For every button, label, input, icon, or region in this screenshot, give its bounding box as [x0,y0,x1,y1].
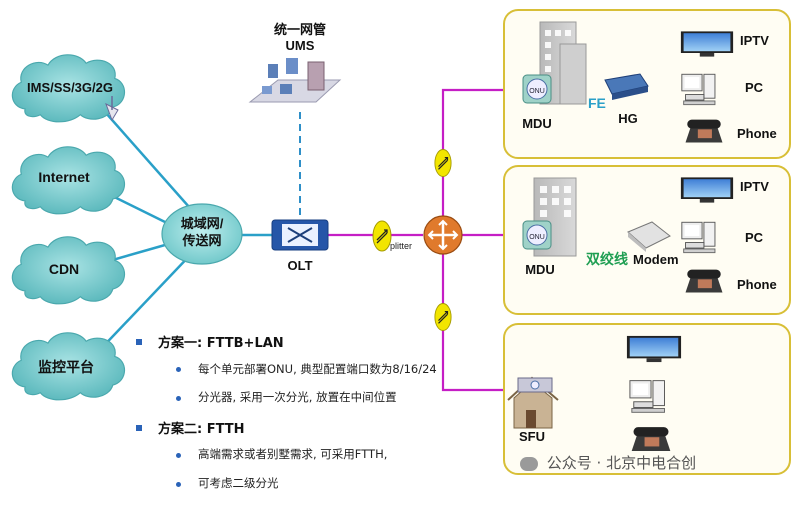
plan1-heading: 方案一: FTTB+LAN [158,336,284,351]
olt-device: OLT [271,219,329,273]
phone-icon-1 [685,119,723,143]
ums-label-2: UMS [286,38,315,53]
olt-label: OLT [287,258,312,273]
iptv-label-2: IPTV [740,179,769,194]
plan2-item-1: 高端需求或者别墅需求, 可采用FTTH, [198,447,388,461]
ftth-box: SFU [503,323,791,475]
metro-label-1: 城域网/ [181,216,224,231]
splitter-label: plitter [390,241,412,251]
bullet-plan1 [136,339,142,345]
bullet-plan2-item2 [176,482,181,487]
phone-label-2: Phone [737,277,777,292]
phone-icon-2 [685,269,723,293]
plan1-item-2: 分光器, 采用一次分光, 放置在中间位置 [198,390,397,404]
bullet-plan2-item1 [176,453,181,458]
ums-server: 统一网管 UMS [248,22,342,103]
tv-icon-2 [680,177,734,203]
bullet-plan1-item1 [176,367,181,372]
cloud-cdn: CDN [11,236,126,305]
fttb-lan-twisted-box: ONU MDU 双绞线 Modem IPTV PC Phone [503,165,791,315]
modem-device [627,221,671,252]
tv-icon-3 [626,335,682,363]
cloud-monitor: 监控平台 [11,332,126,401]
bullet-plan2 [136,425,142,431]
cloud-internet: Internet [11,146,126,215]
sfu-device [517,377,553,393]
splitter-bottom [434,302,452,332]
iptv-label-1: IPTV [740,33,769,48]
onu-badge-1: ONU [529,88,545,95]
router-hub [423,215,463,255]
modem-label: Modem [633,252,679,267]
sfu-label: SFU [519,429,545,444]
pc-label-1: PC [745,80,764,95]
fttb-lan-fe-box: ONU MDU FE HG IPTV PC Phone [503,9,791,159]
cloud-internet-label: Internet [38,169,90,185]
onu-badge-2: ONU [529,234,545,241]
building-icon-2 [533,177,577,257]
building-icon [539,21,587,105]
watermark-text: 公众号 · 北京中电合创 [546,454,697,472]
cloud-cdn-label: CDN [49,261,79,277]
hg-label: HG [618,111,638,126]
cloud-monitor-label: 监控平台 [38,359,94,375]
splitter-left [372,220,392,252]
splitter-top [434,148,452,178]
plan1-item-1: 每个单元部署ONU, 典型配置端口数为8/16/24 [198,362,437,376]
fe-label: FE [588,95,606,111]
mdu-label-1: MDU [522,116,552,131]
ums-label-1: 统一网管 [274,22,326,37]
twisted-pair-label: 双绞线 [586,251,628,268]
onu-mdu-1: ONU [522,74,552,104]
phone-label-1: Phone [737,126,777,141]
hg-gateway [604,73,649,100]
antenna-icon [105,96,119,122]
phone-icon-3 [631,427,671,452]
tv-icon-1 [680,31,734,57]
bullet-plan1-item2 [176,396,181,401]
metro-network: 城域网/ 传送网 [161,203,243,265]
plan2-heading: 方案二: FTTH [158,422,245,437]
onu-mdu-2: ONU [522,220,552,250]
cloud-ims: IMS/SS/3G/2G [11,54,126,123]
metro-label-2: 传送网 [181,233,221,248]
mdu-label-2: MDU [525,262,555,277]
pc-label-2: PC [745,230,764,245]
plan2-item-2: 可考虑二级分光 [198,476,279,490]
cloud-ims-label: IMS/SS/3G/2G [27,80,113,95]
watermark: 公众号 · 北京中电合创 [520,452,696,473]
wechat-icon [520,456,538,471]
